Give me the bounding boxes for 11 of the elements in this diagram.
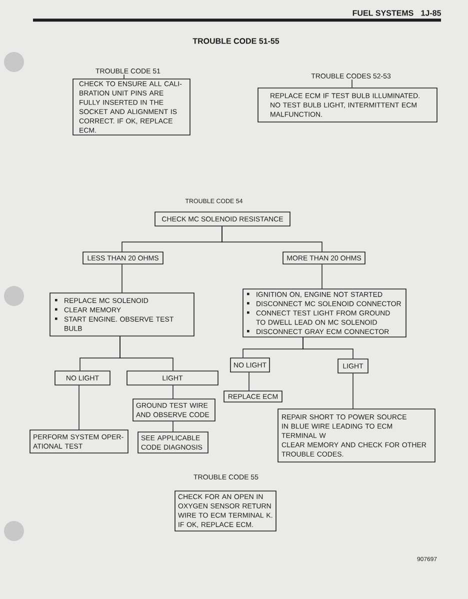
page-number: 1J-85 bbox=[421, 10, 441, 16]
title: TROUBLE CODE 51-55 bbox=[192, 38, 280, 44]
section-title: FUEL SYSTEMS bbox=[352, 10, 414, 16]
connector-line bbox=[222, 226, 322, 252]
connector-line bbox=[172, 385, 174, 399]
connector-line bbox=[302, 337, 354, 359]
connector-line bbox=[172, 421, 174, 432]
connector-line bbox=[120, 336, 174, 371]
connector-line bbox=[352, 373, 354, 409]
connector-line bbox=[78, 385, 80, 430]
connector-line bbox=[248, 372, 250, 391]
